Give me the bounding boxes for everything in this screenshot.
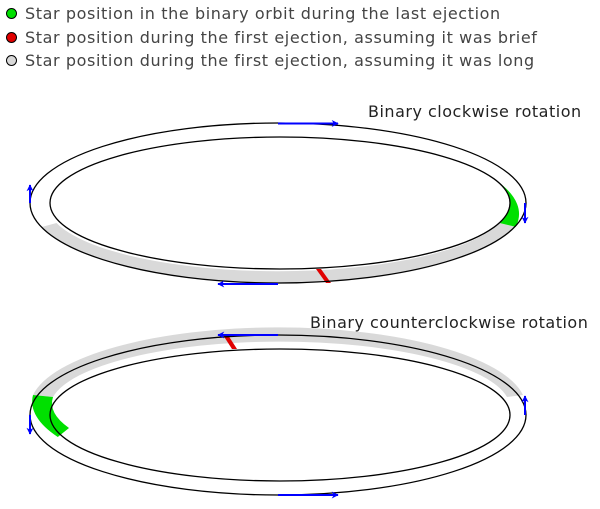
gray-dot-icon: [6, 55, 17, 67]
top-gray-segment: [41, 223, 516, 284]
legend-label: Star position in the binary orbit during…: [25, 4, 501, 24]
bottom-orbit-diagram: [26, 327, 529, 499]
top-diagram-caption: Binary clockwise rotation: [368, 102, 582, 121]
legend-item-first-ejection-long: Star position during the first ejection,…: [6, 49, 538, 73]
bottom-gray-segment: [33, 327, 523, 397]
bottom-red-mark: [223, 335, 237, 349]
top-red-mark: [316, 269, 331, 283]
legend-item-last-ejection: Star position in the binary orbit during…: [6, 2, 538, 26]
top-green-segment: [498, 182, 520, 227]
bottom-diagram-caption: Binary counterclockwise rotation: [310, 313, 589, 332]
legend: Star position in the binary orbit during…: [6, 2, 538, 73]
legend-item-first-ejection-brief: Star position during the first ejection,…: [6, 26, 538, 50]
bottom-inner-orbit: [49, 348, 511, 482]
legend-label: Star position during the first ejection,…: [25, 51, 535, 71]
legend-label: Star position during the first ejection,…: [25, 27, 538, 47]
green-dot-icon: [6, 8, 17, 20]
top-orbit-diagram: [26, 120, 529, 288]
red-dot-icon: [6, 31, 17, 43]
top-inner-orbit: [49, 136, 511, 270]
